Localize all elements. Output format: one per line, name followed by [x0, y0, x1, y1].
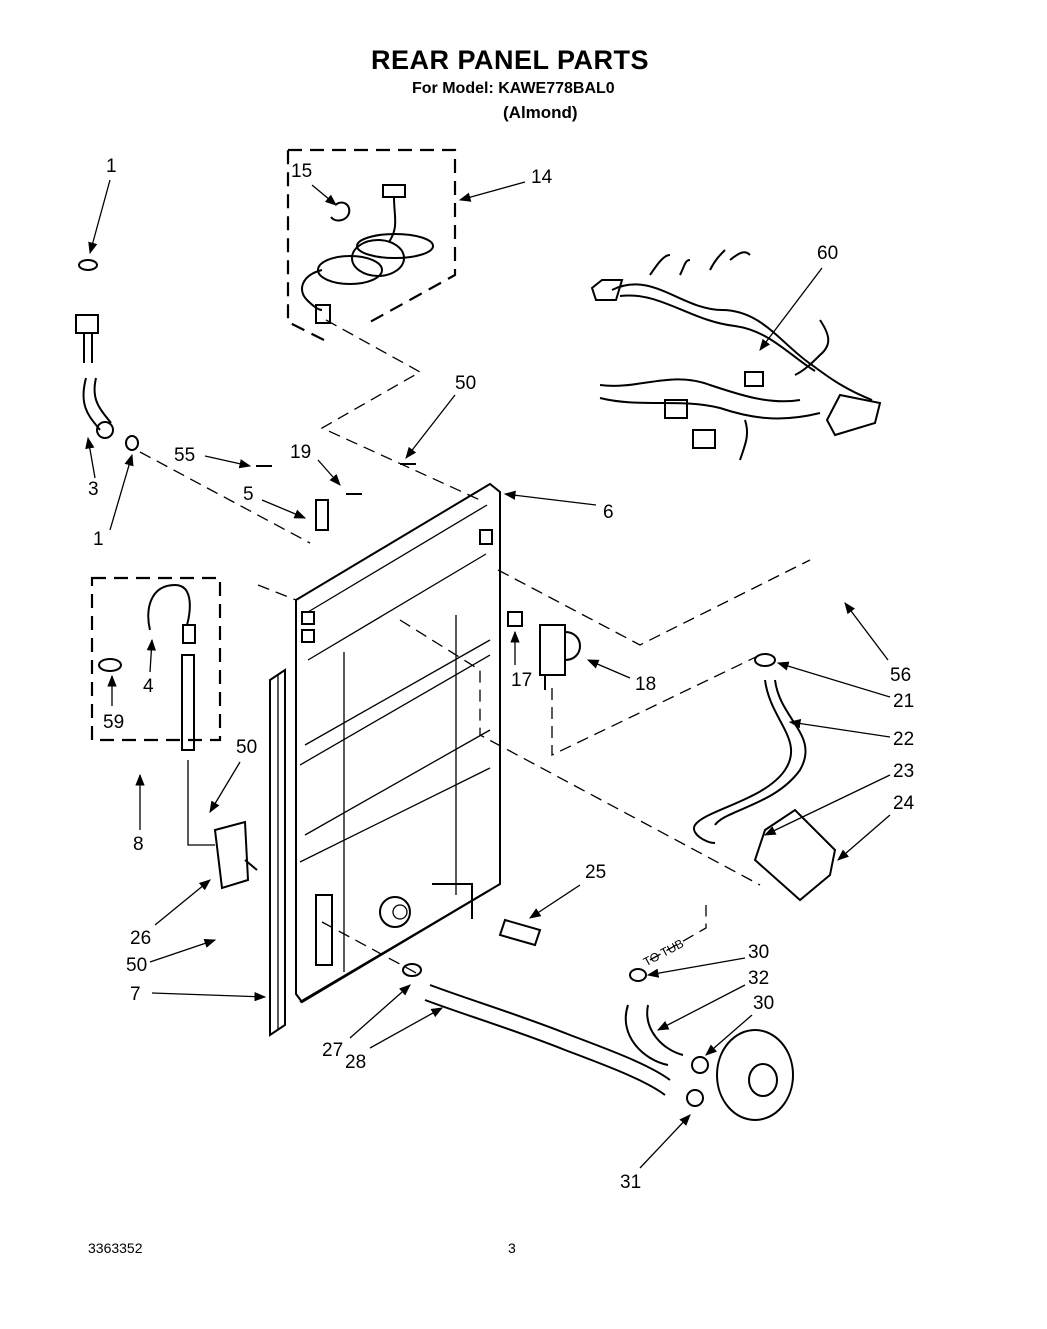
page-number: 3 — [508, 1240, 516, 1256]
assembly-guide-lines — [139, 319, 811, 976]
side-trim — [269, 668, 286, 1037]
callout-26: 26 — [130, 928, 151, 949]
callout-6: 6 — [603, 502, 614, 523]
model-line: For Model: KAWE778BAL0 — [412, 80, 615, 97]
callout-25: 25 — [585, 862, 606, 883]
valve-and-brackets — [256, 463, 581, 690]
power-cord-assembly — [286, 148, 457, 341]
callout-17: 17 — [511, 670, 532, 691]
callout-22: 22 — [893, 729, 914, 750]
document-number: 3363352 — [88, 1240, 143, 1256]
drain-hose-kit — [90, 576, 222, 751]
callout-59: 59 — [103, 712, 124, 733]
to-tub-label: TO TUB — [641, 936, 686, 969]
callout-50c: 50 — [126, 955, 147, 976]
page-title: REAR PANEL PARTS — [370, 45, 650, 75]
callout-21: 21 — [893, 691, 914, 712]
callout-32: 32 — [748, 968, 769, 989]
callout-3: 3 — [88, 479, 99, 500]
callout-4: 4 — [143, 676, 154, 697]
drain-hoses — [402, 653, 837, 1121]
callout-30a: 30 — [748, 942, 769, 963]
rear-panel — [295, 482, 501, 1004]
callout-1a: 1 — [106, 156, 117, 177]
callout-24: 24 — [893, 793, 915, 814]
callout-28: 28 — [345, 1052, 366, 1073]
callout-arrows — [85, 179, 891, 1169]
callout-18: 18 — [635, 674, 656, 695]
callout-56: 56 — [890, 665, 911, 686]
callout-8: 8 — [133, 834, 144, 855]
callout-7: 7 — [130, 984, 141, 1005]
callout-50a: 50 — [455, 373, 476, 394]
callout-30b: 30 — [753, 993, 774, 1014]
callout-14: 14 — [531, 167, 553, 188]
callout-5: 5 — [243, 484, 254, 505]
pump-bracket — [187, 760, 258, 890]
callout-19: 19 — [290, 442, 311, 463]
wiring-harness — [590, 249, 882, 461]
callout-55: 55 — [174, 445, 195, 466]
callout-numbers: 1 3 1 15 14 60 55 19 50 5 6 56 17 18 21 … — [88, 156, 915, 1193]
inlet-hose-parts — [75, 259, 139, 451]
callout-15: 15 — [291, 161, 312, 182]
variant-label: (Almond) — [503, 103, 578, 122]
callout-23: 23 — [893, 761, 914, 782]
callout-50b: 50 — [236, 737, 257, 758]
callout-60: 60 — [817, 243, 838, 264]
callout-27: 27 — [322, 1040, 343, 1061]
callout-31: 31 — [620, 1172, 641, 1193]
callout-1b: 1 — [93, 529, 104, 550]
